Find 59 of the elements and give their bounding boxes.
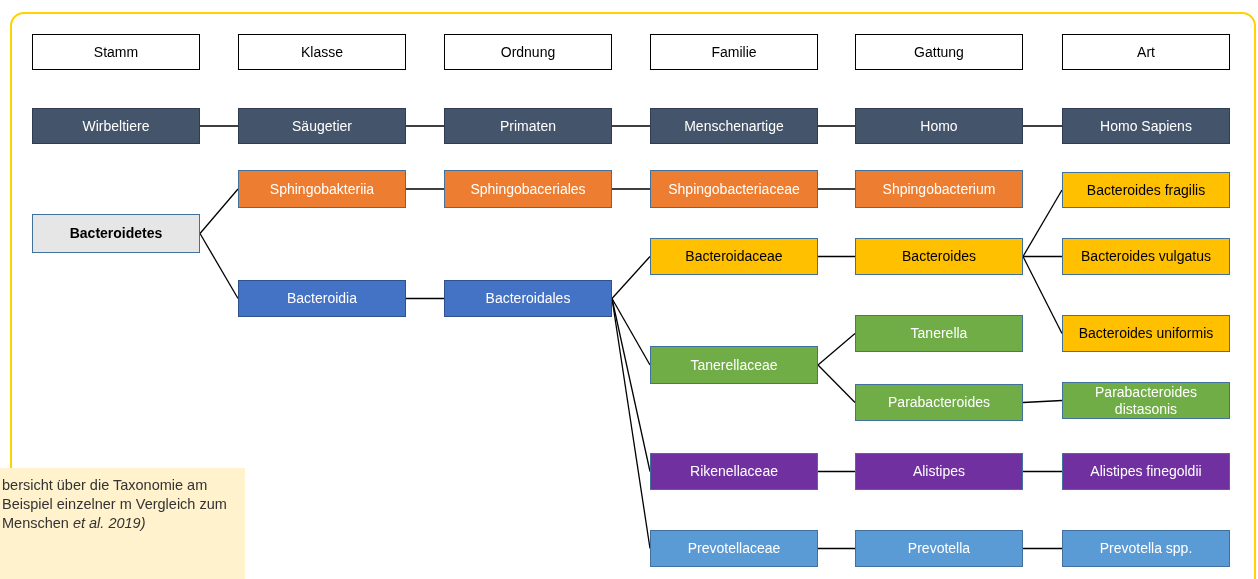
connector-line [817, 547, 856, 550]
taxon-box: Parabacteroides distasonis [1062, 382, 1230, 419]
taxon-box: Shpingobacterium [855, 170, 1023, 208]
connector-line [817, 332, 856, 366]
taxon-box: Homo [855, 108, 1023, 144]
connector-line [1022, 125, 1063, 127]
taxon-box: Bacteroidaceae [650, 238, 818, 275]
taxon-box: Sphingobakteriia [238, 170, 406, 208]
connector-line [611, 255, 651, 300]
connector-line [1022, 255, 1063, 335]
connector-line [1022, 470, 1063, 473]
connector-line [817, 364, 856, 404]
taxon-box: Menschenartige [650, 108, 818, 144]
connector-line [611, 125, 651, 127]
taxon-box: Ordnung [444, 34, 612, 70]
connector-line [1022, 399, 1063, 404]
taxon-box: Rikenellaceae [650, 453, 818, 490]
taxon-box: Shpingobacteriaceae [650, 170, 818, 208]
taxon-box: Bacteroides vulgatus [1062, 238, 1230, 275]
connector-line [199, 188, 239, 235]
connector-line [817, 470, 856, 473]
taxon-box: Klasse [238, 34, 406, 70]
connector-line [817, 125, 856, 127]
taxon-box: Bacteroides uniformis [1062, 315, 1230, 352]
taxon-box: Alistipes [855, 453, 1023, 490]
taxon-box: Bacteroidales [444, 280, 612, 317]
taxon-box: Primaten [444, 108, 612, 144]
taxon-box: Tanerella [855, 315, 1023, 352]
connector-line [611, 297, 651, 366]
connector-line [611, 188, 651, 190]
connector-line [1022, 189, 1063, 258]
connector-line [817, 255, 856, 258]
taxon-box: Parabacteroides [855, 384, 1023, 421]
taxon-box: Bacteroidia [238, 280, 406, 317]
taxon-box: Homo Sapiens [1062, 108, 1230, 144]
taxon-box: Bacteroides fragilis [1062, 172, 1230, 208]
taxon-box: Art [1062, 34, 1230, 70]
taxon-box: Prevotella [855, 530, 1023, 567]
taxon-box: Stamm [32, 34, 200, 70]
taxon-box: Bacteroidetes [32, 214, 200, 253]
connector-line [817, 188, 856, 190]
connector-line [405, 125, 445, 127]
connector-line [199, 232, 239, 300]
connector-line [1022, 547, 1063, 550]
taxon-box: Prevotellaceae [650, 530, 818, 567]
taxon-box: Gattung [855, 34, 1023, 70]
taxon-box: Säugetier [238, 108, 406, 144]
taxon-box: Tanerellaceae [650, 346, 818, 384]
connector-line [199, 125, 239, 127]
taxon-box: Bacteroides [855, 238, 1023, 275]
taxon-box: Familie [650, 34, 818, 70]
taxon-box: Wirbeltiere [32, 108, 200, 144]
connector-line [405, 297, 445, 300]
taxon-box: Sphingobaceriales [444, 170, 612, 208]
taxon-box: Prevotella spp. [1062, 530, 1230, 567]
taxon-box: Alistipes finegoldii [1062, 453, 1230, 490]
caption: bersicht über die Taxonomie am Beispiel einzelner m Vergleich zum Menschen et al. 2019) [0, 468, 245, 579]
connector-line [1022, 255, 1063, 258]
connector-line [405, 188, 445, 190]
